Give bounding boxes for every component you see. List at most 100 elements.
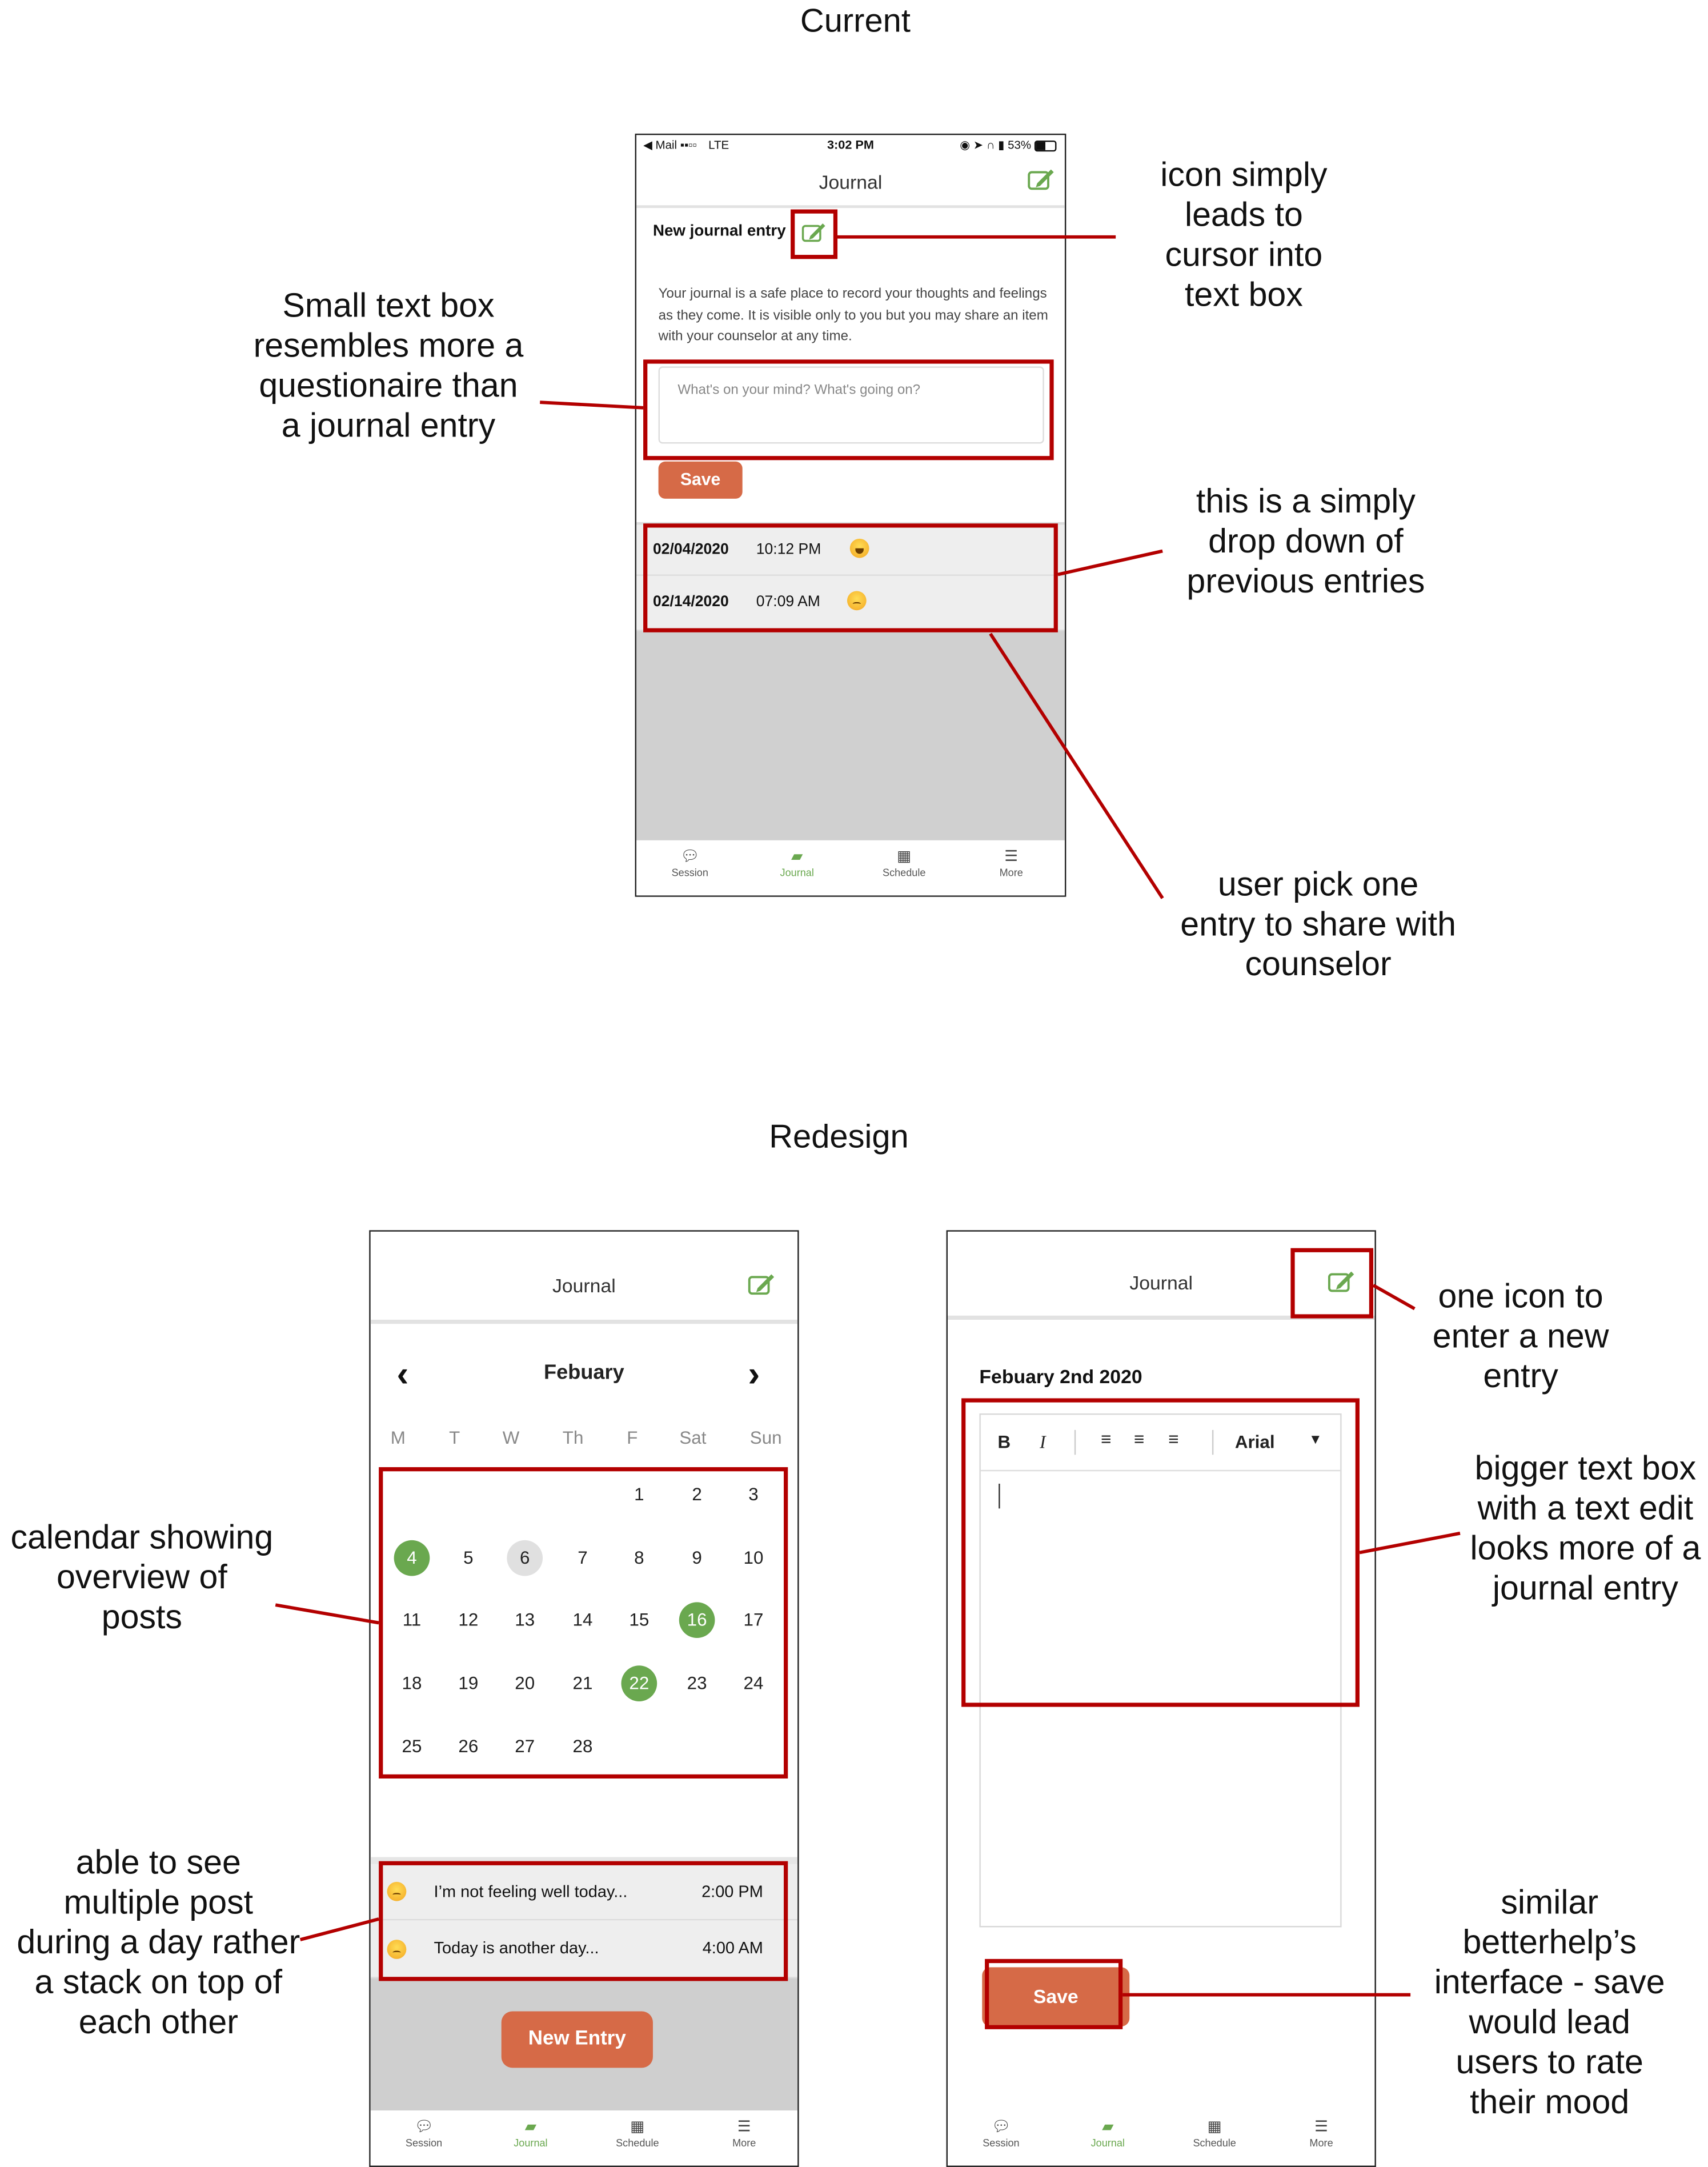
italic-button[interactable]: I [1040,1431,1046,1452]
calendar-day[interactable]: 14 [572,1609,593,1630]
menu-icon: ☰ [1314,2118,1328,2136]
toolbar-divider [1212,1429,1214,1455]
bold-button[interactable]: B [997,1431,1011,1452]
header-divider [370,1320,798,1324]
font-dropdown-chevron-icon[interactable]: ▼ [1308,1432,1322,1448]
calendar-day[interactable]: 11 [402,1609,422,1630]
book-icon: ▰ [524,2118,537,2136]
calendar-day[interactable]: 17 [743,1609,764,1630]
tab-schedule[interactable]: ▦Schedule [1161,2110,1268,2165]
calendar-day[interactable]: 9 [692,1547,702,1568]
status-icons: ◉ ➤ ∩ ▮ [960,138,1008,152]
tab-schedule[interactable]: ▦Schedule [851,840,957,895]
tab-more[interactable]: ☰More [957,840,1064,895]
calendar-day[interactable]: 2 [692,1483,702,1505]
header-divider [947,1315,1375,1320]
post-text: I’m not feeling well today... [434,1881,628,1901]
tab-session[interactable]: 💬︎Session [371,2110,478,2165]
tab-schedule[interactable]: ▦Schedule [584,2110,691,2165]
status-back-mail[interactable]: ◀ Mail [643,138,677,152]
align-center-icon[interactable]: ≡ [1133,1428,1145,1449]
calendar-day[interactable]: 6 [507,1540,543,1576]
weekday-label: W [502,1427,520,1448]
menu-icon: ☰ [737,2118,751,2136]
font-select[interactable]: Arial [1234,1431,1275,1452]
empty-area [636,631,1065,840]
highlight-entries [643,523,1058,632]
calendar-day[interactable]: 10 [743,1547,764,1568]
tab-session[interactable]: 💬︎Session [636,840,743,895]
header-title: Journal [552,1274,616,1297]
calendar-day[interactable]: 16 [679,1602,715,1639]
calendar-day[interactable]: 19 [458,1672,479,1693]
calendar-day[interactable]: 24 [743,1672,764,1693]
weekday-label: Th [562,1427,584,1448]
prev-month-button[interactable]: ‹ [396,1352,409,1395]
chat-bubbles-icon: 💬︎ [414,2118,434,2136]
calendar-day[interactable]: 21 [572,1672,593,1693]
crying-emoji-icon [387,1881,407,1901]
post-row[interactable]: Today is another day... 4:00 AM [370,1920,798,1978]
calendar-day[interactable]: 1 [634,1483,644,1505]
tab-session[interactable]: 💬︎Session [948,2110,1055,2165]
calendar-day[interactable]: 12 [458,1609,479,1630]
calendar-day[interactable]: 25 [402,1736,422,1757]
entry-row[interactable]: 02/04/2020 10:12 PM [636,524,1065,576]
calendar-day[interactable]: 13 [515,1609,535,1630]
post-row[interactable]: I’m not feeling well today... 2:00 PM [370,1864,798,1921]
calendar-day[interactable]: 15 [629,1609,649,1630]
header-title: Journal [819,171,883,193]
toolbar-divider [1074,1429,1076,1455]
new-entry-edit-icon[interactable] [801,222,826,242]
calendar-day[interactable]: 23 [687,1672,707,1693]
calendar-day[interactable]: 7 [578,1547,588,1568]
battery-percent: 53% [1008,138,1032,152]
edit-icon[interactable] [748,1273,775,1295]
weekday-label: Sat [679,1427,707,1448]
highlight-calendar [379,1467,788,1779]
entry-time: 10:12 PM [756,541,821,558]
tab-more[interactable]: ☰More [691,2110,797,2165]
tab-label: Session [405,2136,443,2149]
entry-date: 02/14/2020 [652,594,729,611]
journal-textbox[interactable]: What's on your mind? What's going on? [658,366,1044,444]
highlight-editor [961,1398,1360,1707]
calendar-day[interactable]: 18 [402,1672,422,1693]
tab-more[interactable]: ☰More [1268,2110,1375,2165]
tab-label: Session [671,866,708,879]
calendar-day[interactable]: 22 [621,1665,657,1701]
section-title-current: Current [800,2,911,40]
align-right-icon[interactable]: ≡ [1168,1428,1179,1449]
rich-text-editor[interactable]: B I ≡ ≡ ≡ Arial ▼ [979,1413,1342,1928]
calendar-day[interactable]: 28 [572,1736,593,1757]
new-entry-button[interactable]: New Entry [501,2011,653,2068]
tab-label: Journal [780,866,814,879]
save-button[interactable]: Save [658,461,743,499]
calendar-day[interactable]: 5 [463,1547,474,1568]
tab-journal[interactable]: ▰Journal [478,2110,584,2165]
tab-journal[interactable]: ▰Journal [743,840,850,895]
chat-bubbles-icon: 💬︎ [991,2118,1011,2136]
save-button[interactable]: Save [982,1967,1130,2027]
calendar-day[interactable]: 4 [394,1540,430,1576]
chat-bubbles-icon: 💬︎ [680,848,700,866]
calendar-day[interactable]: 8 [634,1547,644,1568]
tab-label: More [732,2136,756,2149]
calendar-day[interactable]: 26 [458,1736,479,1757]
next-month-button[interactable]: › [748,1352,760,1395]
annotation-line [275,1603,379,1625]
entry-time: 07:09 AM [756,594,820,611]
entry-row[interactable]: 02/14/2020 07:09 AM [636,575,1065,631]
align-left-icon[interactable]: ≡ [1101,1428,1112,1449]
annotation-dropdown: this is a simply drop down of previous e… [1186,483,1425,601]
calendar-day[interactable]: 27 [515,1736,535,1757]
journal-description: Your journal is a safe place to record y… [658,286,1048,345]
calendar-day[interactable]: 20 [515,1672,535,1693]
new-entry-edit-icon[interactable] [1328,1270,1355,1292]
calendar-day[interactable]: 3 [748,1483,759,1505]
edit-icon[interactable] [1028,168,1055,190]
weekday-label: M [390,1427,406,1448]
highlight-new-entry-icon [791,209,838,259]
tab-journal[interactable]: ▰Journal [1055,2110,1161,2165]
